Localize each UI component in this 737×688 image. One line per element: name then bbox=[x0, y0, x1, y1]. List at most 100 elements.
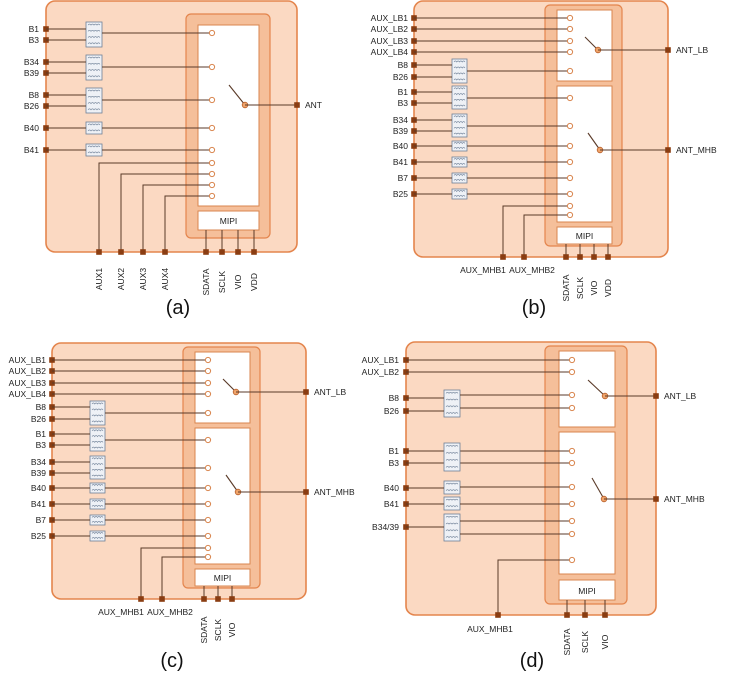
pin-sclk bbox=[215, 596, 221, 602]
filter-icon bbox=[85, 121, 103, 135]
wire bbox=[120, 173, 212, 252]
pin-sclk bbox=[219, 249, 225, 255]
pin-label: SCLK bbox=[575, 277, 585, 300]
pin-sdata bbox=[563, 254, 569, 260]
pin-label: AUX_MHB1 bbox=[460, 265, 506, 275]
mipi-label: MIPI bbox=[576, 231, 593, 241]
pin-vio bbox=[229, 596, 235, 602]
pin-label: VDD bbox=[603, 279, 613, 297]
pin-vdd bbox=[605, 254, 611, 260]
pin-label: ANT_MHB bbox=[676, 145, 717, 155]
caption-d: (d) bbox=[520, 650, 544, 672]
filter-icon bbox=[85, 87, 103, 114]
pin-aux-mhb2 bbox=[159, 596, 165, 602]
pin-sdata bbox=[203, 249, 209, 255]
wire bbox=[497, 559, 572, 615]
caption-a: (a) bbox=[166, 297, 190, 319]
filter-icon bbox=[443, 389, 461, 418]
pin-label: B25 bbox=[393, 189, 408, 199]
switch-throw-node bbox=[204, 409, 212, 417]
pin-ant-lb bbox=[653, 393, 659, 399]
filter-icon bbox=[451, 188, 468, 200]
pin-label: B41 bbox=[384, 499, 399, 509]
pin-vio bbox=[591, 254, 597, 260]
pin-aux2 bbox=[118, 249, 124, 255]
pin-label: ANT_MHB bbox=[664, 494, 705, 504]
filter-icon bbox=[451, 172, 468, 184]
pin-label: VIO bbox=[227, 622, 237, 637]
pin-label: ANT bbox=[305, 100, 322, 110]
filter-icon bbox=[451, 58, 468, 84]
switch-throw-node bbox=[568, 447, 576, 455]
pin-label: AUX_LB1 bbox=[371, 13, 409, 23]
pin-label: AUX_LB1 bbox=[9, 355, 47, 365]
switch-throw-node bbox=[204, 367, 212, 375]
switch-throw-node bbox=[568, 368, 576, 376]
pin-label: AUX1 bbox=[94, 268, 104, 290]
switch-throw-node bbox=[204, 464, 212, 472]
filter-icon bbox=[451, 140, 468, 152]
pin-ant-mhb bbox=[665, 147, 671, 153]
diagram-b: MIPIAUX_LB1AUX_LB2AUX_LB3AUX_LB4B8B26B1B… bbox=[371, 0, 717, 319]
switch-throw-node bbox=[568, 391, 576, 399]
switch-throw-node bbox=[204, 544, 212, 552]
switch-throw-node bbox=[568, 483, 576, 491]
pin-label: B34 bbox=[24, 57, 39, 67]
switch-throw-node bbox=[566, 25, 574, 33]
pin-sdata bbox=[564, 612, 570, 618]
switch-throw-node bbox=[568, 356, 576, 364]
pin-label: AUX_MHB2 bbox=[147, 607, 193, 617]
switch-throw-node bbox=[208, 170, 216, 178]
filter-icon bbox=[451, 85, 468, 110]
switch-matrix-lb bbox=[558, 350, 616, 428]
mipi-controller bbox=[194, 568, 251, 587]
filter-icon bbox=[89, 455, 106, 480]
switch-throw-node bbox=[568, 517, 576, 525]
pin-ant-mhb bbox=[653, 496, 659, 502]
switch-throw-node bbox=[568, 459, 576, 467]
pin-label: SCLK bbox=[580, 631, 590, 654]
pin-label: ANT_MHB bbox=[314, 487, 355, 497]
switch-matrix-mhb bbox=[558, 431, 616, 575]
pin-label: AUX_LB2 bbox=[371, 24, 409, 34]
pin-label: B40 bbox=[31, 483, 46, 493]
filter-icon bbox=[89, 400, 106, 426]
switch-throw-node bbox=[204, 356, 212, 364]
switch-matrix-mhb bbox=[556, 85, 613, 223]
switch-throw-node bbox=[568, 556, 576, 564]
pin-label: AUX_MHB1 bbox=[467, 624, 513, 634]
pin-ant-lb bbox=[303, 389, 309, 395]
pin-label: AUX_MHB2 bbox=[509, 265, 555, 275]
switch-matrix-lb bbox=[556, 9, 613, 82]
pin-label: AUX_LB1 bbox=[362, 355, 400, 365]
pin-label: B41 bbox=[393, 157, 408, 167]
switch-throw-node bbox=[204, 500, 212, 508]
wire bbox=[98, 162, 212, 252]
pin-aux-mhb1 bbox=[495, 612, 501, 618]
pin-vio bbox=[235, 249, 241, 255]
filter-icon bbox=[85, 143, 103, 157]
pin-ant-mhb bbox=[303, 489, 309, 495]
switch-throw-node bbox=[566, 174, 574, 182]
pin-label: SDATA bbox=[201, 268, 211, 295]
pin-label: B25 bbox=[31, 531, 46, 541]
pin-label: B1 bbox=[36, 429, 47, 439]
pin-aux1 bbox=[96, 249, 102, 255]
switch-throw-node bbox=[566, 14, 574, 22]
filter-icon bbox=[89, 498, 106, 510]
pin-label: AUX4 bbox=[160, 268, 170, 290]
pin-label: AUX_LB2 bbox=[9, 366, 47, 376]
pin-label: ANT_LB bbox=[664, 391, 696, 401]
filter-icon bbox=[443, 442, 461, 472]
switch-throw-node bbox=[208, 29, 216, 37]
pin-label: B26 bbox=[393, 72, 408, 82]
pin-label: B34 bbox=[393, 115, 408, 125]
switch-throw-node bbox=[208, 63, 216, 71]
pin-label: AUX2 bbox=[116, 268, 126, 290]
pin-label: AUX_LB2 bbox=[362, 367, 400, 377]
filter-icon bbox=[451, 156, 468, 168]
switch-throw-node bbox=[204, 516, 212, 524]
switch-throw-node bbox=[566, 158, 574, 166]
mipi-controller bbox=[558, 579, 616, 601]
